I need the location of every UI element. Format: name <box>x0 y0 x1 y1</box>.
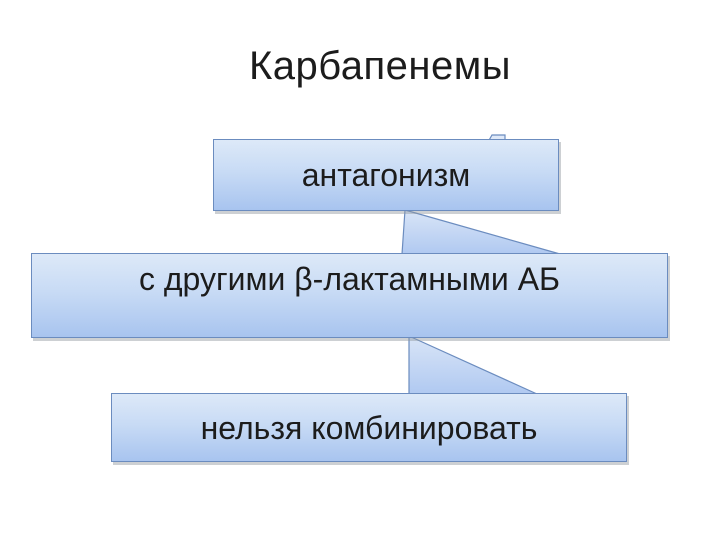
box-beta-lactams-label: с другими β-лактамными АБ <box>138 261 561 297</box>
box-cannot-combine: нельзя комбинировать <box>111 393 627 462</box>
box-cannot-combine-label: нельзя комбинировать <box>200 409 538 446</box>
connector-beta-lactams-to-cannot-combine <box>408 335 538 395</box>
connector-antagonism-to-beta-lactams <box>401 209 561 255</box>
box-antagonism-label: антагонизм <box>301 157 471 193</box>
slide-title: Карбапенемы <box>248 44 512 88</box>
box-beta-lactams: с другими β-лактамными АБ <box>31 253 668 338</box>
box-antagonism: антагонизм <box>213 139 559 211</box>
